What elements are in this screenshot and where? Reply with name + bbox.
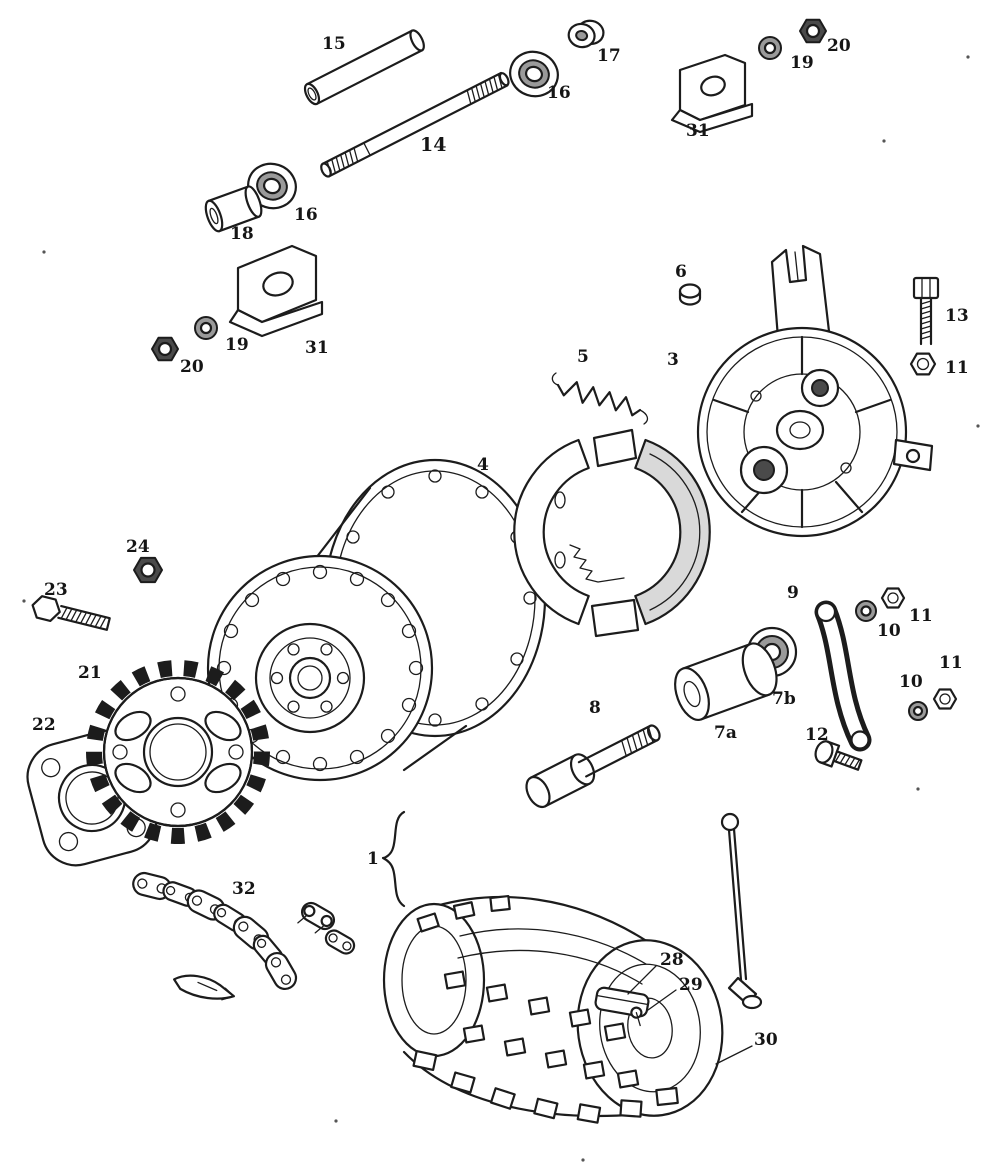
part-label-10b: 10 bbox=[899, 672, 923, 692]
axle-shaft-14 bbox=[320, 71, 510, 178]
part-label-6: 6 bbox=[675, 262, 687, 282]
nut-11-under-bolt13 bbox=[909, 352, 937, 376]
part-label-16a: 16 bbox=[547, 83, 571, 103]
screw-12 bbox=[814, 740, 863, 771]
part-label-28: 28 bbox=[660, 950, 684, 970]
bolt-13 bbox=[912, 276, 940, 346]
plug-6 bbox=[678, 283, 702, 306]
scan-speckles bbox=[22, 55, 980, 1162]
brake-spring-5 bbox=[551, 372, 649, 425]
wheel-hub bbox=[206, 458, 547, 782]
assembly-brace-1 bbox=[381, 810, 406, 908]
valve-stem-tool bbox=[720, 812, 763, 1010]
chain-adjuster-31-left bbox=[228, 244, 324, 338]
part-label-4: 4 bbox=[477, 455, 489, 475]
spacer-tube-15 bbox=[303, 29, 425, 106]
part-label-17: 17 bbox=[597, 46, 621, 66]
part-label-30: 30 bbox=[754, 1030, 778, 1050]
hub-sleeve-7a bbox=[674, 642, 778, 721]
part-label-3: 3 bbox=[667, 350, 679, 370]
part-label-11a: 11 bbox=[945, 358, 969, 378]
brake-arm-9 bbox=[814, 600, 872, 752]
nut-20-top bbox=[799, 18, 827, 44]
part-label-10a: 10 bbox=[877, 621, 901, 641]
chain-adjuster-31-top bbox=[670, 53, 754, 134]
brake-shoes-4 bbox=[513, 428, 711, 638]
bearing-16-top bbox=[509, 50, 559, 98]
washer-19-top bbox=[758, 36, 782, 60]
nut-20-left bbox=[151, 336, 179, 362]
rear-sprocket-21 bbox=[86, 660, 270, 844]
washer-10-lower-right bbox=[908, 701, 928, 721]
bolt-23 bbox=[31, 595, 111, 631]
part-label-19a: 19 bbox=[790, 53, 814, 73]
washer-19-left bbox=[194, 316, 218, 340]
part-label-20a: 20 bbox=[827, 36, 851, 56]
part-label-23: 23 bbox=[44, 580, 68, 600]
tread-knobs bbox=[412, 894, 679, 1124]
nut-11-lower-right bbox=[932, 688, 958, 710]
part-label-18: 18 bbox=[230, 224, 254, 244]
part-label-19b: 19 bbox=[225, 335, 249, 355]
part-label-14: 14 bbox=[420, 134, 446, 156]
rim-lock-28-29 bbox=[594, 986, 650, 1027]
part-label-12: 12 bbox=[805, 725, 829, 745]
part-labels: 15 17 16 14 16 18 31 19 20 31 19 20 6 5 … bbox=[32, 34, 969, 1050]
bearing-16-lower bbox=[247, 162, 297, 210]
part-label-7b: 7b bbox=[772, 689, 796, 709]
part-label-13: 13 bbox=[945, 306, 969, 326]
master-link-plate bbox=[324, 929, 356, 955]
part-label-15: 15 bbox=[322, 34, 346, 54]
part-label-20b: 20 bbox=[180, 357, 204, 377]
part-label-11c: 11 bbox=[939, 653, 963, 673]
part-label-32: 32 bbox=[232, 879, 256, 899]
nut-24 bbox=[133, 556, 163, 584]
part-label-1: 1 bbox=[367, 849, 379, 869]
part-label-9: 9 bbox=[787, 583, 799, 603]
part-label-31b: 31 bbox=[305, 338, 329, 358]
tire-30 bbox=[382, 894, 724, 1124]
brake-cam-8 bbox=[525, 724, 661, 809]
part-label-8: 8 bbox=[589, 698, 601, 718]
part-label-7a: 7a bbox=[714, 723, 737, 743]
master-link bbox=[297, 901, 336, 934]
master-link-clip bbox=[173, 974, 236, 1001]
bushing-17 bbox=[567, 19, 605, 49]
drive-chain-32 bbox=[132, 871, 356, 1001]
part-label-21: 21 bbox=[78, 663, 102, 683]
leader-lines bbox=[627, 965, 753, 1065]
washer-10-upper-right bbox=[855, 600, 877, 622]
part-label-11b: 11 bbox=[909, 606, 933, 626]
brake-backing-plate-3 bbox=[696, 244, 934, 538]
part-label-29: 29 bbox=[679, 975, 703, 995]
part-label-5: 5 bbox=[577, 347, 589, 367]
part-label-31a: 31 bbox=[686, 121, 710, 141]
spacer-18 bbox=[204, 185, 263, 233]
part-label-22: 22 bbox=[32, 715, 56, 735]
part-label-24: 24 bbox=[126, 537, 150, 557]
part-label-16b: 16 bbox=[294, 205, 318, 225]
nut-11-upper-right bbox=[880, 587, 906, 609]
